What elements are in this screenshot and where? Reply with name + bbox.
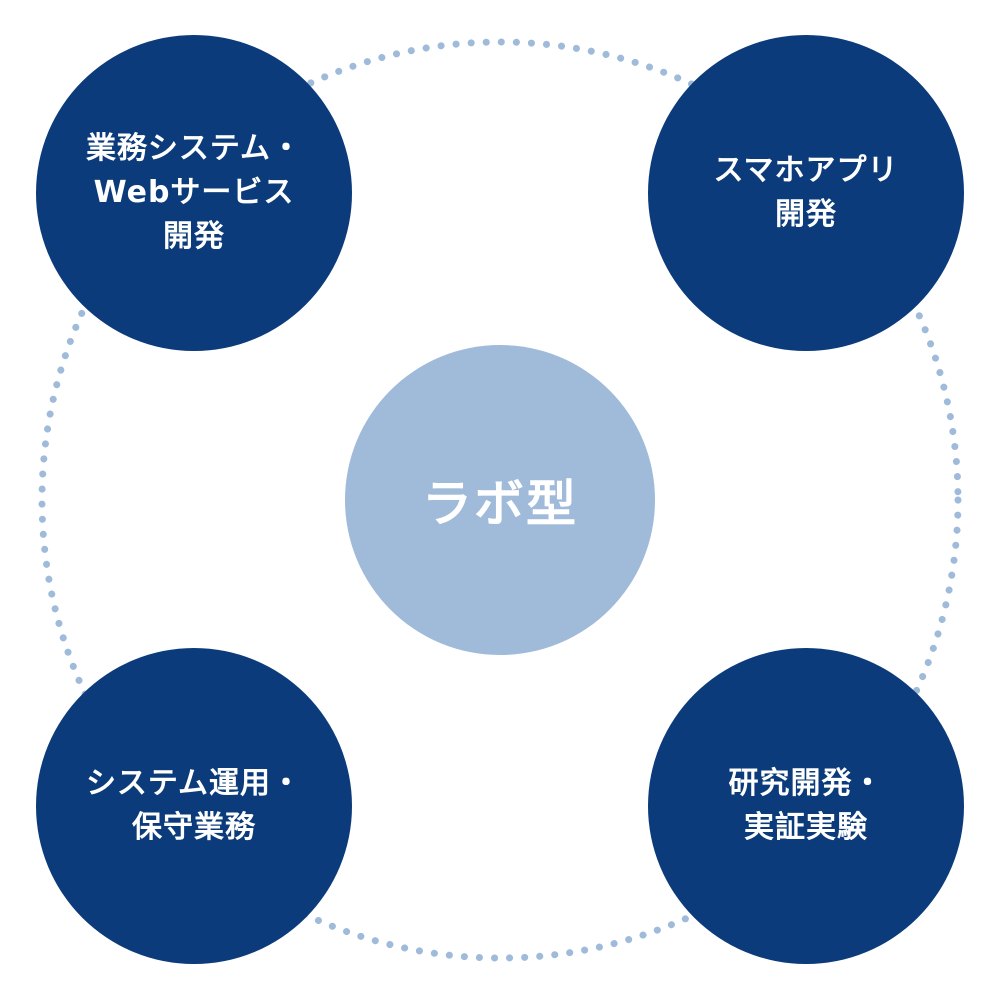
node-research-development: 研究開発・ 実証実験 — [648, 648, 964, 964]
node-label-line: 実証実験 — [744, 810, 868, 845]
node-label-line: 開発 — [163, 219, 225, 254]
node-label-line: 業務システム・ — [85, 131, 303, 166]
node-operations-maintenance: システム運用・ 保守業務 — [36, 648, 352, 964]
node-label-line: 保守業務 — [132, 810, 256, 845]
node-label-line: システム運用・ — [85, 766, 303, 801]
node-label-line: 開発 — [775, 197, 837, 232]
node-lab-type-hub: ラボ型 — [345, 345, 655, 655]
node-label-line: 研究開発・ — [728, 766, 884, 801]
node-label-line: Webサービス — [93, 175, 295, 210]
node-business-systems: 業務システム・ Webサービス 開発 — [36, 35, 352, 351]
node-label-line: スマホアプリ — [713, 153, 899, 188]
node-smartphone-apps: スマホアプリ 開発 — [648, 35, 964, 351]
dotted-ring-path — [38, 38, 962, 962]
hub-label: ラボ型 — [422, 475, 578, 533]
